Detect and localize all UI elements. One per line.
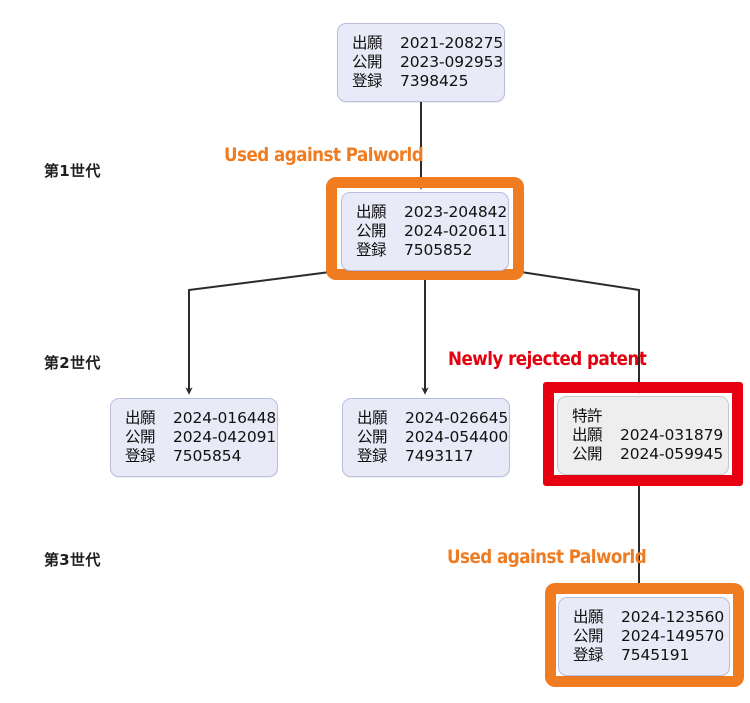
highlight-frame-red-rejected [543, 382, 743, 486]
patent-field-value: 2024-059945 [620, 445, 724, 463]
patent-field-value: 2024-123560 [621, 608, 725, 626]
patent-field-label: 登録 [357, 447, 388, 465]
patent-field-row: 出願 2021-208275 [352, 34, 503, 53]
patent-field-row: 登録 7505852 [356, 241, 496, 260]
callout-used-against-palworld-bottom: Used against Palworld [447, 546, 647, 568]
highlight-frame-orange-gen1 [326, 177, 524, 280]
patent-field-label: 公開 [357, 428, 388, 446]
patent-field-row: 登録 7493117 [357, 447, 497, 466]
highlight-frame-orange-gen3 [545, 583, 744, 687]
patent-field-value: 7545191 [621, 646, 690, 664]
patent-field-label: 登録 [352, 72, 383, 90]
patent-node-gen1-root[interactable]: 出願 2021-208275 公開 2023-092953 登録 7398425 [337, 23, 505, 102]
patent-field-value: 2024-054400 [405, 428, 509, 446]
patent-type-row: 特許 [572, 407, 716, 426]
patent-field-value: 2024-020611 [404, 222, 508, 240]
patent-field-label: 登録 [125, 447, 156, 465]
patent-type-label: 特許 [572, 407, 603, 425]
patent-field-row: 公開 2024-054400 [357, 428, 508, 447]
patent-field-value: 2024-016448 [173, 409, 277, 427]
patent-field-value: 2023-204842 [404, 203, 508, 221]
patent-field-value: 7505852 [404, 241, 473, 259]
patent-field-row: 公開 2024-020611 [356, 222, 507, 241]
patent-node-gen1-main[interactable]: 出願 2023-204842 公開 2024-020611 登録 7505852 [341, 192, 509, 271]
patent-field-value: 2024-042091 [173, 428, 277, 446]
patent-field-label: 出願 [572, 426, 603, 444]
patent-field-row: 公開 2024-149570 [573, 627, 724, 646]
patent-field-value: 7398425 [400, 72, 469, 90]
patent-node-gen3-a[interactable]: 出願 2024-123560 公開 2024-149570 登録 7545191 [558, 597, 730, 676]
patent-field-label: 公開 [572, 445, 603, 463]
patent-field-row: 出願 2024-016448 [125, 409, 276, 428]
patent-field-value: 2024-149570 [621, 627, 725, 645]
patent-field-label: 出願 [356, 203, 387, 221]
patent-field-label: 公開 [573, 627, 604, 645]
patent-field-label: 出願 [573, 608, 604, 626]
patent-field-label: 登録 [356, 241, 387, 259]
patent-field-value: 2024-031879 [620, 426, 724, 444]
patent-node-gen2-c-rejected[interactable]: 特許 出願 2024-031879 公開 2024-059945 [557, 396, 729, 475]
patent-field-row: 公開 2023-092953 [352, 53, 503, 72]
patent-field-label: 公開 [356, 222, 387, 240]
patent-field-value: 7505854 [173, 447, 242, 465]
patent-field-row: 出願 2024-031879 [572, 426, 723, 445]
patent-field-row: 登録 7398425 [352, 72, 492, 91]
patent-field-row: 登録 7545191 [573, 646, 717, 665]
patent-field-row: 公開 2024-042091 [125, 428, 276, 447]
patent-field-value: 2023-092953 [400, 53, 504, 71]
patent-field-value: 2021-208275 [400, 34, 504, 52]
patent-field-label: 出願 [125, 409, 156, 427]
callout-used-against-palworld-top: Used against Palworld [224, 144, 424, 166]
patent-field-label: 公開 [125, 428, 156, 446]
patent-node-gen2-a[interactable]: 出願 2024-016448 公開 2024-042091 登録 7505854 [110, 398, 278, 477]
patent-field-row: 公開 2024-059945 [572, 445, 723, 464]
patent-node-gen2-b[interactable]: 出願 2024-026645 公開 2024-054400 登録 7493117 [342, 398, 510, 477]
patent-field-label: 出願 [352, 34, 383, 52]
patent-field-label: 公開 [352, 53, 383, 71]
generation-label-1: 第1世代 [44, 162, 101, 180]
generation-label-3: 第3世代 [44, 551, 101, 569]
patent-field-row: 出願 2024-123560 [573, 608, 724, 627]
patent-field-value: 7493117 [405, 447, 474, 465]
patent-field-row: 出願 2024-026645 [357, 409, 508, 428]
patent-field-value: 2024-026645 [405, 409, 509, 427]
patent-field-label: 登録 [573, 646, 604, 664]
connector-main-to-gen2c [520, 271, 643, 394]
connector-main-to-gen2a [185, 271, 331, 395]
generation-label-2: 第2世代 [44, 354, 101, 372]
patent-field-label: 出願 [357, 409, 388, 427]
callout-newly-rejected-patent: Newly rejected patent [448, 348, 647, 370]
patent-field-row: 登録 7505854 [125, 447, 265, 466]
patent-field-row: 出願 2023-204842 [356, 203, 507, 222]
